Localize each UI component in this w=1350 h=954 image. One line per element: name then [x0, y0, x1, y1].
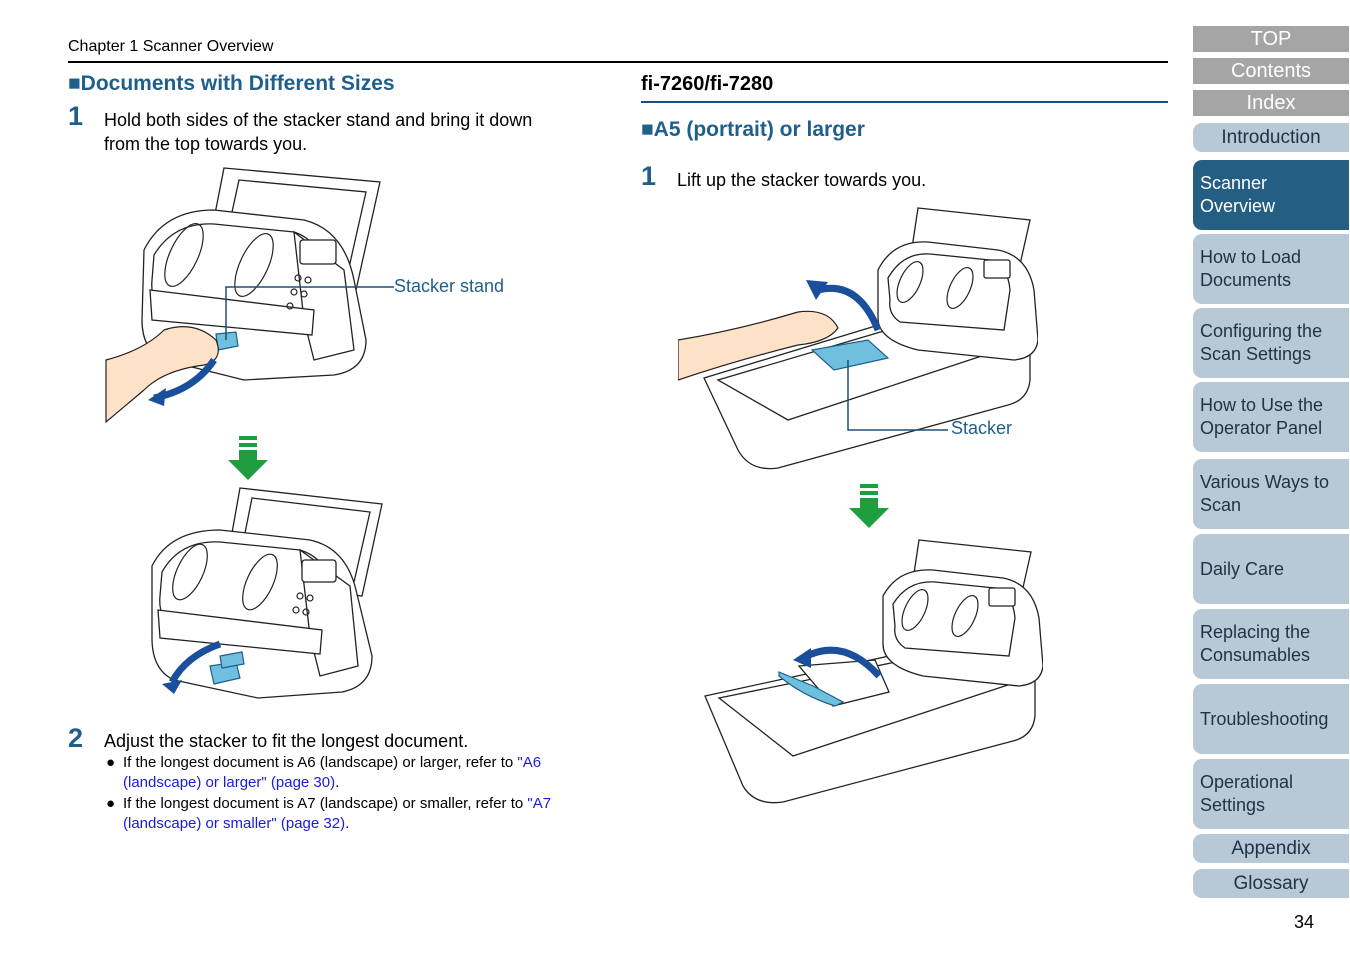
- bullet-a6-line-1: If the longest document is A6 (landscape…: [123, 753, 593, 773]
- nav-top-button[interactable]: TOP: [1193, 26, 1349, 52]
- nav-operational-line2: Settings: [1200, 795, 1266, 815]
- down-arrow-left: [228, 436, 268, 480]
- nav-troubleshooting-button[interactable]: Troubleshooting: [1193, 684, 1349, 754]
- chapter-header: Chapter 1 Scanner Overview: [68, 38, 274, 55]
- nav-load-line2: Documents: [1200, 270, 1292, 290]
- nav-appendix-button[interactable]: Appendix: [1193, 834, 1349, 863]
- bullet-a6-prefix: If the longest document is A6 (landscape…: [123, 754, 518, 771]
- bullet-a6-suffix: .: [335, 774, 340, 791]
- nav-replacing-line2: Consumables: [1200, 645, 1311, 665]
- nav-contents-button[interactable]: Contents: [1193, 58, 1349, 84]
- nav-operator-line2: Operator Panel: [1200, 418, 1323, 438]
- bullet-a7: ● If the longest document is A7 (landsca…: [106, 794, 593, 834]
- nav-daily-label: Daily Care: [1200, 558, 1285, 579]
- scanner-illustration-stacker-stand-after: [151, 487, 383, 699]
- step-number-1: 1: [68, 101, 84, 131]
- nav-ways-line1: Various Ways to: [1200, 472, 1330, 492]
- step-1-right-text: Lift up the stacker towards you.: [677, 170, 927, 190]
- nav-index-button[interactable]: Index: [1193, 90, 1349, 116]
- callout-stacker-stand: Stacker stand: [394, 276, 505, 296]
- nav-config-line2: Scan Settings: [1200, 344, 1312, 364]
- page-number: 34: [1294, 912, 1315, 932]
- link-a7-landscape[interactable]: "A7: [527, 795, 552, 812]
- nav-daily-care-button[interactable]: Daily Care: [1193, 534, 1349, 604]
- section-title-a5-portrait: ■A5 (portrait) or larger: [641, 118, 865, 141]
- nav-scanner-overview-line2: Overview: [1200, 196, 1276, 216]
- nav-config-line1: Configuring the: [1200, 321, 1323, 341]
- step-1-text-line-2: from the top towards you.: [104, 134, 308, 154]
- link-a6-landscape[interactable]: "A6: [517, 754, 542, 771]
- down-arrow-right: [849, 484, 889, 528]
- nav-operational-line1: Operational: [1200, 772, 1294, 792]
- bullet-dot: ●: [106, 795, 116, 812]
- model-rule: [641, 101, 1168, 103]
- bullet-a7-line-2: (landscape) or smaller" (page 32).: [123, 814, 593, 834]
- bullet-a6: ● If the longest document is A6 (landsca…: [106, 753, 593, 793]
- bullet-a7-suffix: .: [345, 815, 350, 832]
- flatbed-scanner-illustration-after: [704, 539, 1043, 804]
- section-title-different-sizes: ■Documents with Different Sizes: [68, 72, 395, 95]
- nav-troubleshooting-label: Troubleshooting: [1200, 708, 1329, 729]
- model-title: fi-7260/fi-7280: [641, 73, 774, 95]
- step-2-text: Adjust the stacker to fit the longest do…: [104, 731, 469, 751]
- step-1-text-line-1: Hold both sides of the stacker stand and…: [104, 110, 533, 130]
- callout-stacker: Stacker: [951, 418, 1013, 438]
- bullet-a6-line-2: (landscape) or larger" (page 30).: [123, 773, 593, 793]
- nav-ways-line2: Scan: [1200, 495, 1242, 515]
- bullet-a7-line-1: If the longest document is A7 (landscape…: [123, 794, 593, 814]
- nav-operator-line1: How to Use the: [1200, 395, 1324, 415]
- nav-introduction-button[interactable]: Introduction: [1193, 123, 1349, 152]
- nav-glossary-button[interactable]: Glossary: [1193, 869, 1349, 898]
- link-a6-landscape-line2[interactable]: (landscape) or larger" (page 30): [123, 774, 336, 791]
- link-a7-landscape-line2[interactable]: (landscape) or smaller" (page 32): [123, 815, 346, 832]
- step-number-2: 2: [68, 723, 84, 753]
- step-number-1-right: 1: [641, 161, 657, 191]
- bullet-dot: ●: [106, 754, 116, 771]
- nav-replacing-line1: Replacing the: [1200, 622, 1311, 642]
- nav-scanner-overview-line1: Scanner: [1200, 173, 1268, 193]
- nav-load-line1: How to Load: [1200, 247, 1302, 267]
- nav-various-ways-button[interactable]: Various Ways to Scan: [1193, 459, 1349, 529]
- flatbed-scanner-illustration-before: [678, 207, 1038, 470]
- bullet-a7-prefix: If the longest document is A7 (landscape…: [123, 795, 528, 812]
- scanner-illustration-stacker-stand-before: [105, 167, 394, 424]
- step-1-text: Hold both sides of the stacker stand and…: [104, 108, 532, 156]
- header-rule: [68, 61, 1168, 63]
